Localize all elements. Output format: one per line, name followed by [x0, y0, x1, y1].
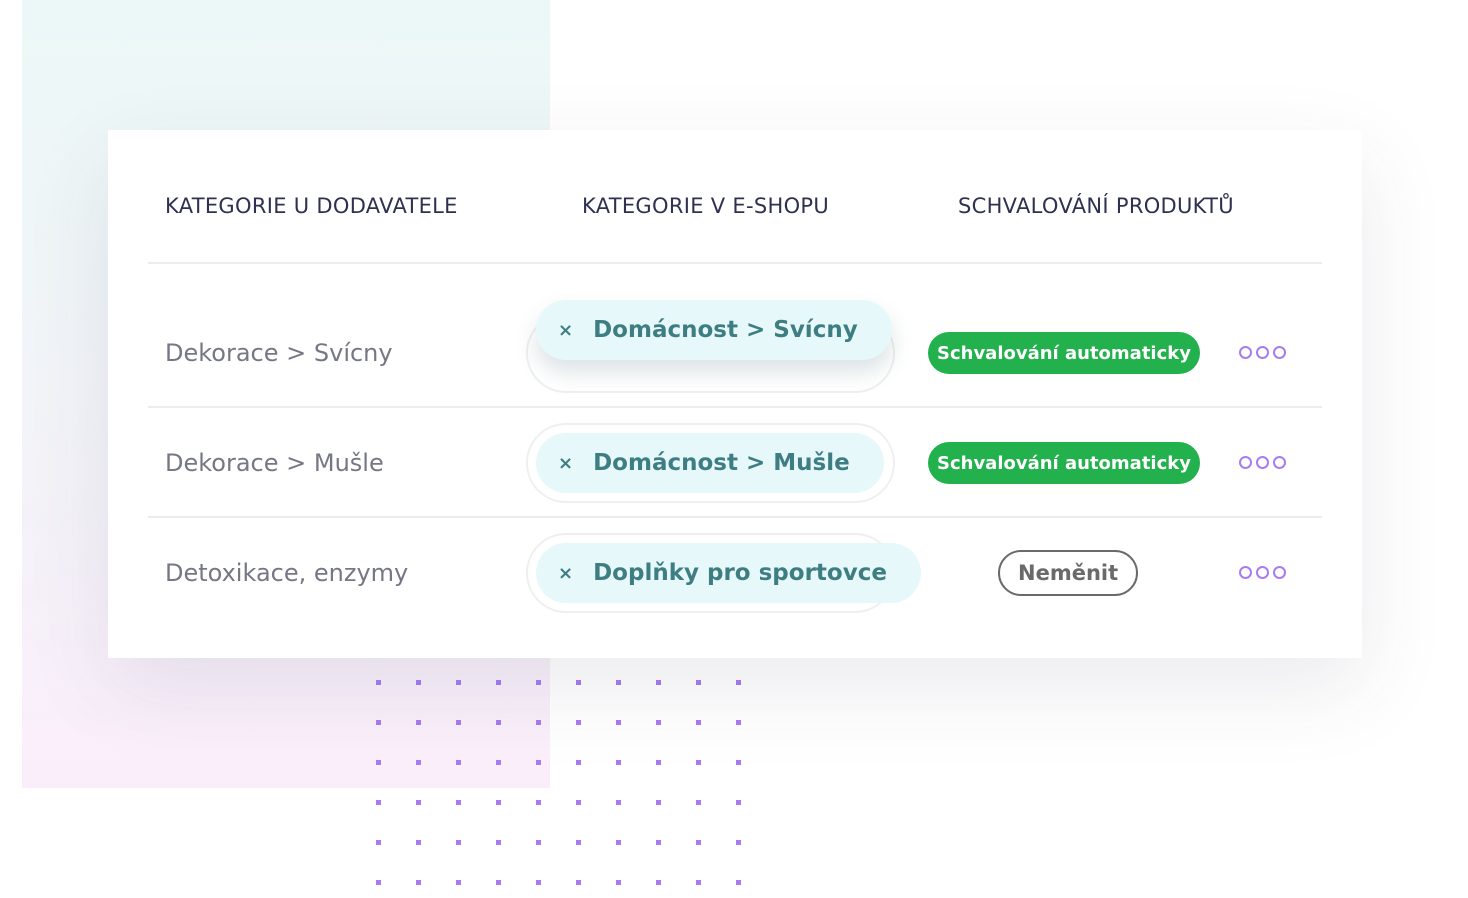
decorative-dot	[696, 760, 701, 765]
decorative-dot	[736, 840, 741, 845]
decorative-dot	[736, 760, 741, 765]
decorative-dot	[576, 720, 581, 725]
category-mapping-table: KATEGORIE U DODAVATELE KATEGORIE V E-SHO…	[108, 130, 1362, 658]
decorative-dot	[736, 720, 741, 725]
decorative-dot	[456, 680, 461, 685]
eshop-category-chip[interactable]: × Doplňky pro sportovce	[536, 543, 921, 603]
table-row: Dekorace > Mušle × Domácnost > Mušle Schv…	[108, 408, 1362, 518]
decorative-dot	[536, 800, 541, 805]
chip-label: Domácnost > Mušle	[593, 450, 850, 476]
table-row: Detoxikace, enzymy × Doplňky pro sportovc…	[108, 518, 1362, 628]
decorative-dot	[456, 840, 461, 845]
decorative-dot	[496, 800, 501, 805]
decorative-dot	[616, 680, 621, 685]
decorative-dot	[496, 760, 501, 765]
divider	[148, 406, 1322, 408]
decorative-dot	[576, 840, 581, 845]
decorative-dot	[376, 880, 381, 885]
decorative-dot	[456, 880, 461, 885]
header-eshop-category: KATEGORIE V E-SHOPU	[582, 194, 830, 218]
decorative-dot	[416, 720, 421, 725]
decorative-dot	[656, 680, 661, 685]
category-drop-slot[interactable]	[526, 423, 895, 503]
approval-badge-unchanged[interactable]: Neměnit	[998, 550, 1139, 596]
decorative-dot	[416, 800, 421, 805]
decorative-dot	[496, 840, 501, 845]
remove-icon[interactable]: ×	[558, 562, 574, 584]
decorative-dot	[736, 680, 741, 685]
header-product-approval: SCHVALOVÁNÍ PRODUKTŮ	[958, 194, 1234, 218]
decorative-dot	[496, 720, 501, 725]
decorative-dot	[456, 800, 461, 805]
decorative-dot	[376, 680, 381, 685]
supplier-category: Detoxikace, enzymy	[165, 559, 409, 587]
decorative-dot	[496, 880, 501, 885]
supplier-category: Dekorace > Svícny	[165, 339, 393, 367]
decorative-dot	[616, 720, 621, 725]
decorative-dot	[696, 880, 701, 885]
decorative-dot	[576, 680, 581, 685]
decorative-dot	[736, 880, 741, 885]
decorative-dot	[576, 760, 581, 765]
decorative-dot	[736, 800, 741, 805]
decorative-dot	[696, 720, 701, 725]
decorative-dot	[536, 720, 541, 725]
approval-badge-auto[interactable]: Schvalování automaticky	[928, 442, 1200, 484]
decorative-dot	[616, 760, 621, 765]
table-row: Dekorace > Svícny × Domácnost > Svícny Sc…	[108, 298, 1362, 408]
approval-badge-auto[interactable]: Schvalování automaticky	[928, 332, 1200, 374]
decorative-dot	[616, 880, 621, 885]
decorative-dot	[456, 720, 461, 725]
decorative-dot	[376, 840, 381, 845]
more-options-icon[interactable]	[1239, 566, 1286, 579]
decorative-dot	[696, 800, 701, 805]
header-supplier-category: KATEGORIE U DODAVATELE	[165, 194, 458, 218]
chip-label: Domácnost > Svícny	[593, 317, 858, 343]
decorative-dot	[536, 680, 541, 685]
decorative-dot	[416, 760, 421, 765]
more-options-icon[interactable]	[1239, 456, 1286, 469]
decorative-dot	[376, 760, 381, 765]
decorative-dot	[656, 800, 661, 805]
decorative-dot	[576, 800, 581, 805]
remove-icon[interactable]: ×	[558, 319, 574, 341]
remove-icon[interactable]: ×	[558, 452, 574, 474]
decorative-dot	[416, 840, 421, 845]
chip-label: Doplňky pro sportovce	[593, 560, 887, 586]
divider	[148, 262, 1322, 264]
decorative-dot	[456, 760, 461, 765]
decorative-dot	[656, 840, 661, 845]
decorative-dot	[696, 680, 701, 685]
decorative-dot	[616, 800, 621, 805]
more-options-icon[interactable]	[1239, 346, 1286, 359]
decorative-dot	[416, 680, 421, 685]
decorative-dot	[616, 840, 621, 845]
decorative-dot	[536, 840, 541, 845]
decorative-dot	[536, 760, 541, 765]
divider	[148, 516, 1322, 518]
decorative-dot	[376, 720, 381, 725]
eshop-category-chip[interactable]: × Domácnost > Svícny	[536, 300, 892, 360]
decorative-dot	[656, 760, 661, 765]
supplier-category: Dekorace > Mušle	[165, 449, 384, 477]
decorative-dot	[416, 880, 421, 885]
decorative-dot	[576, 880, 581, 885]
decorative-dot	[656, 880, 661, 885]
decorative-dot	[376, 800, 381, 805]
decorative-dot	[536, 880, 541, 885]
decorative-dot	[696, 840, 701, 845]
eshop-category-chip[interactable]: × Domácnost > Mušle	[536, 433, 884, 493]
decorative-dot	[656, 720, 661, 725]
decorative-dot	[496, 680, 501, 685]
